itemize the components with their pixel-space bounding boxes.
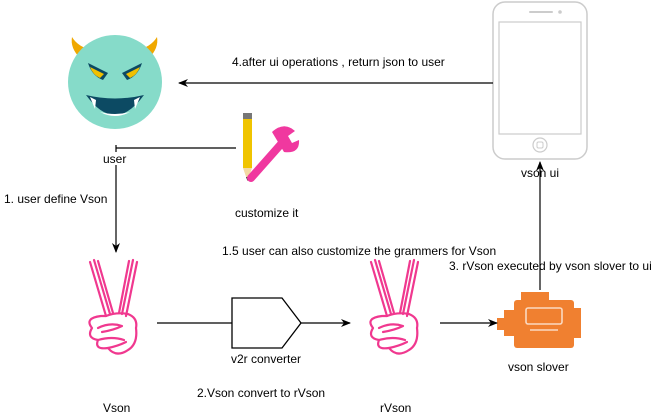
node-label-rvson: rVson [380, 401, 412, 415]
engine-icon [497, 292, 581, 348]
victory-hand-icon [369, 258, 420, 355]
converter-arrow-box-icon [231, 297, 302, 349]
edge-label-step1: 1. user define Vson [4, 192, 108, 206]
node-label-customize: customize it [235, 206, 299, 220]
node-label-user: user [103, 152, 127, 166]
victory-hand-icon [88, 258, 139, 355]
edge-label-step1-5: 1.5 user can also customize the grammers… [222, 244, 497, 258]
pencil-wrench-icon [243, 113, 300, 182]
devil-face-icon [68, 35, 162, 129]
node-label-v2r: v2r converter [231, 352, 302, 366]
edge-label-step2: 2.Vson convert to rVson [197, 386, 326, 400]
edge-label-step4: 4.after ui operations , return json to u… [232, 55, 445, 69]
engine-detail [525, 307, 563, 331]
node-label-vson: Vson [103, 401, 131, 415]
edge-label-step3: 3. rVson executed by vson slover to ui [449, 259, 652, 273]
node-label-vson-ui: vson ui [521, 166, 560, 180]
node-label-slover: vson slover [508, 360, 569, 374]
smartphone-icon [492, 1, 588, 160]
